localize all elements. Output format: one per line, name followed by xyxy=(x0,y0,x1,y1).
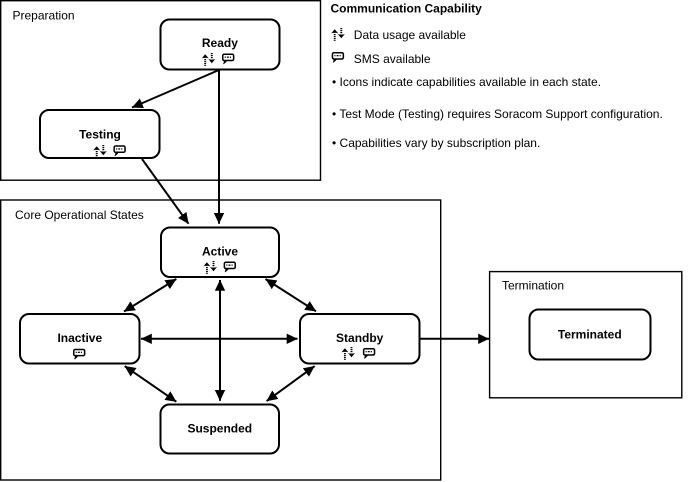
svg-text:Inactive: Inactive xyxy=(57,331,102,345)
svg-text:Termination: Termination xyxy=(502,279,564,293)
svg-text:Active: Active xyxy=(202,245,238,259)
svg-text:SMS available: SMS available xyxy=(354,52,431,66)
svg-text:• Capabilities vary by subscri: • Capabilities vary by subscription plan… xyxy=(332,136,540,150)
svg-text:Suspended: Suspended xyxy=(187,422,252,436)
svg-text:Preparation: Preparation xyxy=(13,9,75,23)
svg-text:• Icons indicate capabilities: • Icons indicate capabilities available … xyxy=(332,75,601,89)
svg-text:Standby: Standby xyxy=(336,331,384,345)
svg-text:• Test Mode (Testing) requires: • Test Mode (Testing) requires Soracom S… xyxy=(332,107,663,121)
svg-text:Communication Capability: Communication Capability xyxy=(331,2,483,16)
svg-text:Ready: Ready xyxy=(202,36,238,50)
svg-text:Testing: Testing xyxy=(79,128,121,142)
svg-text:Data usage available: Data usage available xyxy=(354,28,466,42)
svg-text:Core Operational States: Core Operational States xyxy=(15,208,144,222)
svg-text:Terminated: Terminated xyxy=(558,328,622,342)
